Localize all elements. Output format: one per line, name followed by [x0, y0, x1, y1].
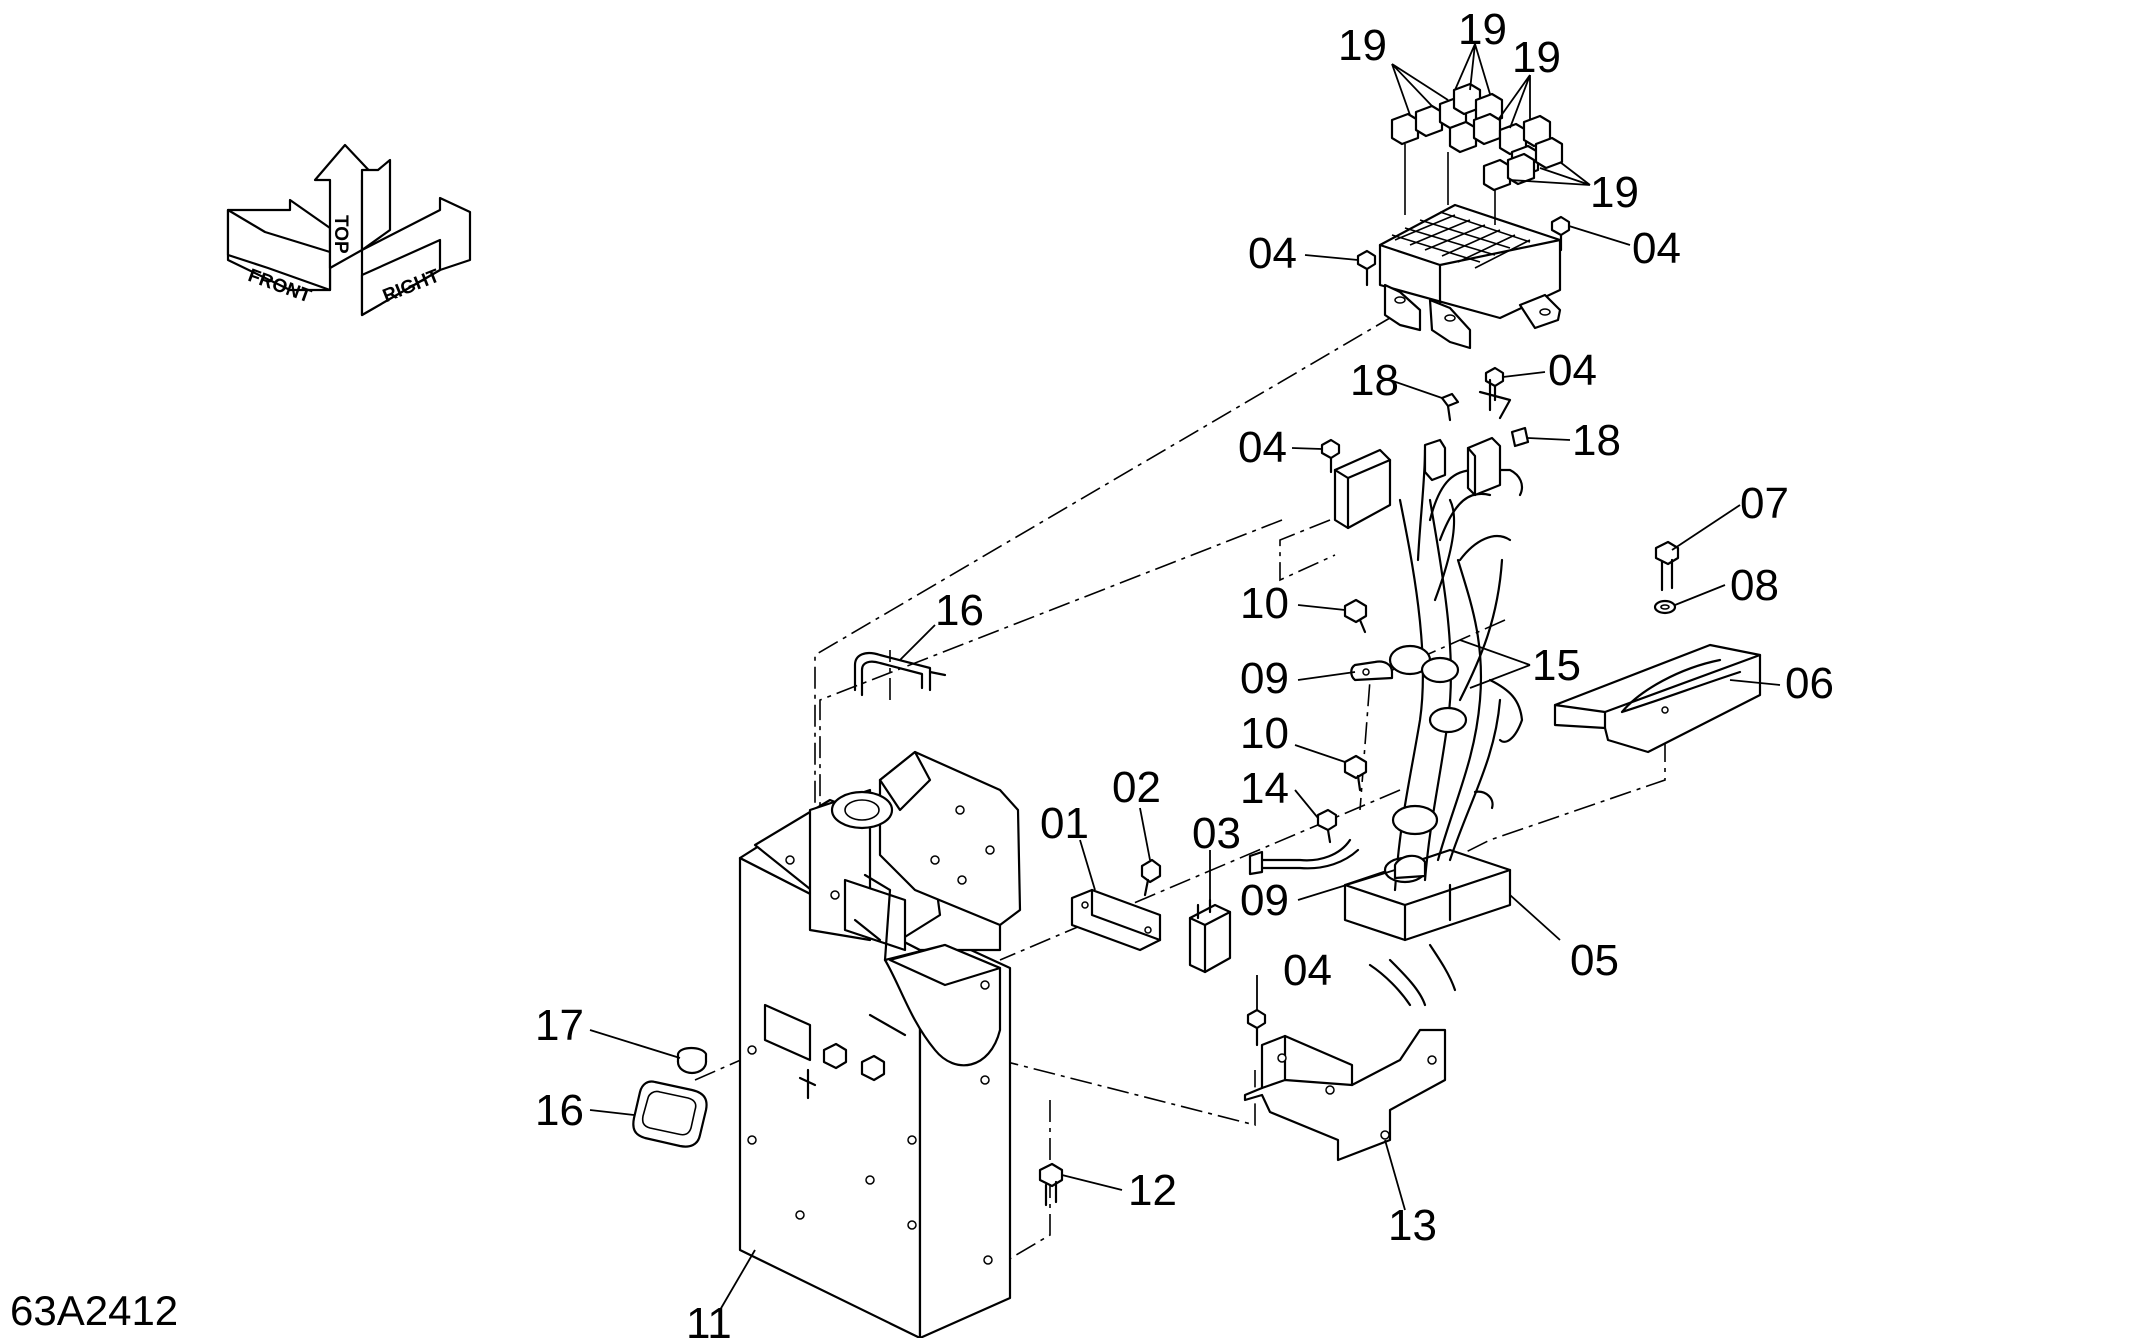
part-12-bolt — [1038, 1162, 1064, 1207]
leader-lines — [589, 43, 1781, 1311]
callout-04-top-right: 04 — [1632, 224, 1681, 273]
callout-18-right: 18 — [1572, 416, 1621, 465]
callout-17: 17 — [535, 1001, 584, 1050]
part-11-stand — [738, 750, 1022, 1338]
callout-04-lower: 04 — [1283, 946, 1332, 995]
callout-13: 13 — [1388, 1201, 1437, 1250]
part-13-bracket — [1243, 1028, 1447, 1162]
callout-18-left: 18 — [1350, 356, 1399, 405]
callout-19b: 19 — [1458, 5, 1507, 54]
part-05-wire-harness — [1248, 436, 1524, 1007]
part-04-bolt-left — [1320, 438, 1341, 474]
relay-box — [1378, 203, 1562, 420]
part-04-bolt-top-left — [1356, 249, 1377, 287]
drawing-code: 63A2412 — [10, 1287, 178, 1334]
callout-09-lower: 09 — [1240, 876, 1289, 925]
part-09-clamp-lower — [1393, 854, 1427, 880]
part-16-clip-upper — [853, 651, 947, 697]
callout-06: 06 — [1785, 659, 1834, 708]
callout-09-upper: 09 — [1240, 654, 1289, 703]
callout-04-left: 04 — [1238, 423, 1287, 472]
part-07-bolt — [1654, 540, 1680, 592]
callout-08: 08 — [1730, 561, 1779, 610]
part-09-clamp-upper — [1350, 660, 1394, 682]
part-08-washer — [1653, 599, 1677, 615]
callout-labels: 19 19 19 19 04 04 04 04 04 18 18 07 08 0… — [535, 5, 1834, 1338]
callout-15: 15 — [1532, 641, 1581, 690]
callout-07: 07 — [1740, 479, 1789, 528]
part-18-terminal-right — [1510, 426, 1530, 448]
callout-12: 12 — [1128, 1166, 1177, 1215]
orientation-symbol: FRONT TOP RIGHT — [226, 143, 472, 317]
callout-19c: 19 — [1512, 33, 1561, 82]
callout-11: 11 — [686, 1299, 732, 1338]
part-02-bolt — [1140, 858, 1162, 897]
part-19-relays — [1390, 82, 1564, 225]
callout-10-lower: 10 — [1240, 709, 1289, 758]
callout-16-upper: 16 — [935, 586, 984, 635]
callout-02: 02 — [1112, 763, 1161, 812]
part-03-relay — [1188, 898, 1232, 974]
part-14-bolt — [1316, 808, 1338, 844]
part-17-plug — [676, 1046, 708, 1075]
part-06-plate — [1553, 643, 1762, 754]
part-10-bolt-lower — [1343, 754, 1368, 792]
callout-10-upper: 10 — [1240, 579, 1289, 628]
callout-04-mid: 04 — [1548, 346, 1597, 395]
callout-19a: 19 — [1338, 21, 1387, 70]
top-label: TOP — [330, 215, 351, 254]
part-18-terminal-left — [1440, 392, 1460, 422]
part-04-bolt-lower — [1246, 1008, 1267, 1047]
part-10-bolt-upper — [1343, 598, 1368, 634]
callout-01: 01 — [1040, 799, 1089, 848]
callout-16-lower: 16 — [535, 1086, 584, 1135]
part-01-bracket — [1070, 888, 1162, 952]
callout-04-top-left: 04 — [1248, 229, 1297, 278]
callout-03: 03 — [1192, 809, 1241, 858]
callout-19d: 19 — [1590, 168, 1639, 217]
callout-05: 05 — [1570, 936, 1619, 985]
callout-14: 14 — [1240, 764, 1289, 813]
part-16-grommet — [632, 1080, 708, 1148]
